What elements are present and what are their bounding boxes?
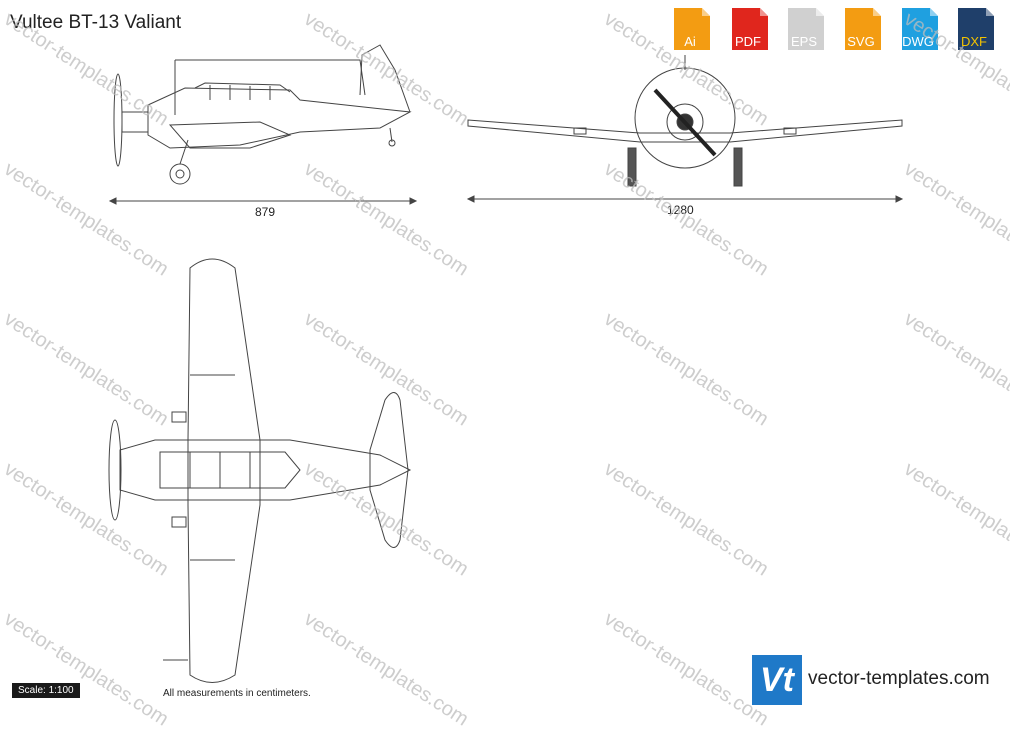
pdf-file-icon xyxy=(732,8,768,50)
side-view xyxy=(108,44,418,205)
dxf-label: DXF xyxy=(961,34,987,49)
ai-label: Ai xyxy=(684,34,696,49)
dxf-download-button[interactable]: DXF xyxy=(952,6,996,52)
svg-file-icon xyxy=(845,8,881,50)
vt-logo[interactable]: Vt xyxy=(752,655,802,705)
dwg-label: DWG xyxy=(902,34,934,49)
scale-badge: Scale: 1:100 xyxy=(12,683,80,698)
site-link[interactable]: vector-templates.com xyxy=(808,668,990,689)
svg-download-button[interactable]: SVG xyxy=(839,6,883,52)
eps-label: EPS xyxy=(790,34,817,49)
ai-download-button[interactable]: Ai xyxy=(668,6,712,52)
aircraft-blueprint xyxy=(108,44,904,683)
measurement-note: All measurements in centimeters. xyxy=(163,688,311,699)
eps-file-icon xyxy=(788,8,824,50)
side-length-label: 879 xyxy=(255,205,276,219)
pdf-download-button[interactable]: PDF xyxy=(726,6,770,52)
front-view xyxy=(466,55,904,203)
ai-file-icon xyxy=(674,8,710,50)
top-view xyxy=(108,258,412,683)
svg-label: SVG xyxy=(847,34,875,49)
eps-download-button[interactable]: EPS xyxy=(782,6,826,52)
dwg-download-button[interactable]: DWG xyxy=(896,6,940,52)
dwg-file-icon xyxy=(902,8,938,50)
wingspan-label: 1280 xyxy=(667,203,694,217)
page-title: Vultee BT-13 Valiant xyxy=(10,12,182,33)
pdf-label: PDF xyxy=(735,34,761,49)
dxf-file-icon xyxy=(958,8,994,50)
